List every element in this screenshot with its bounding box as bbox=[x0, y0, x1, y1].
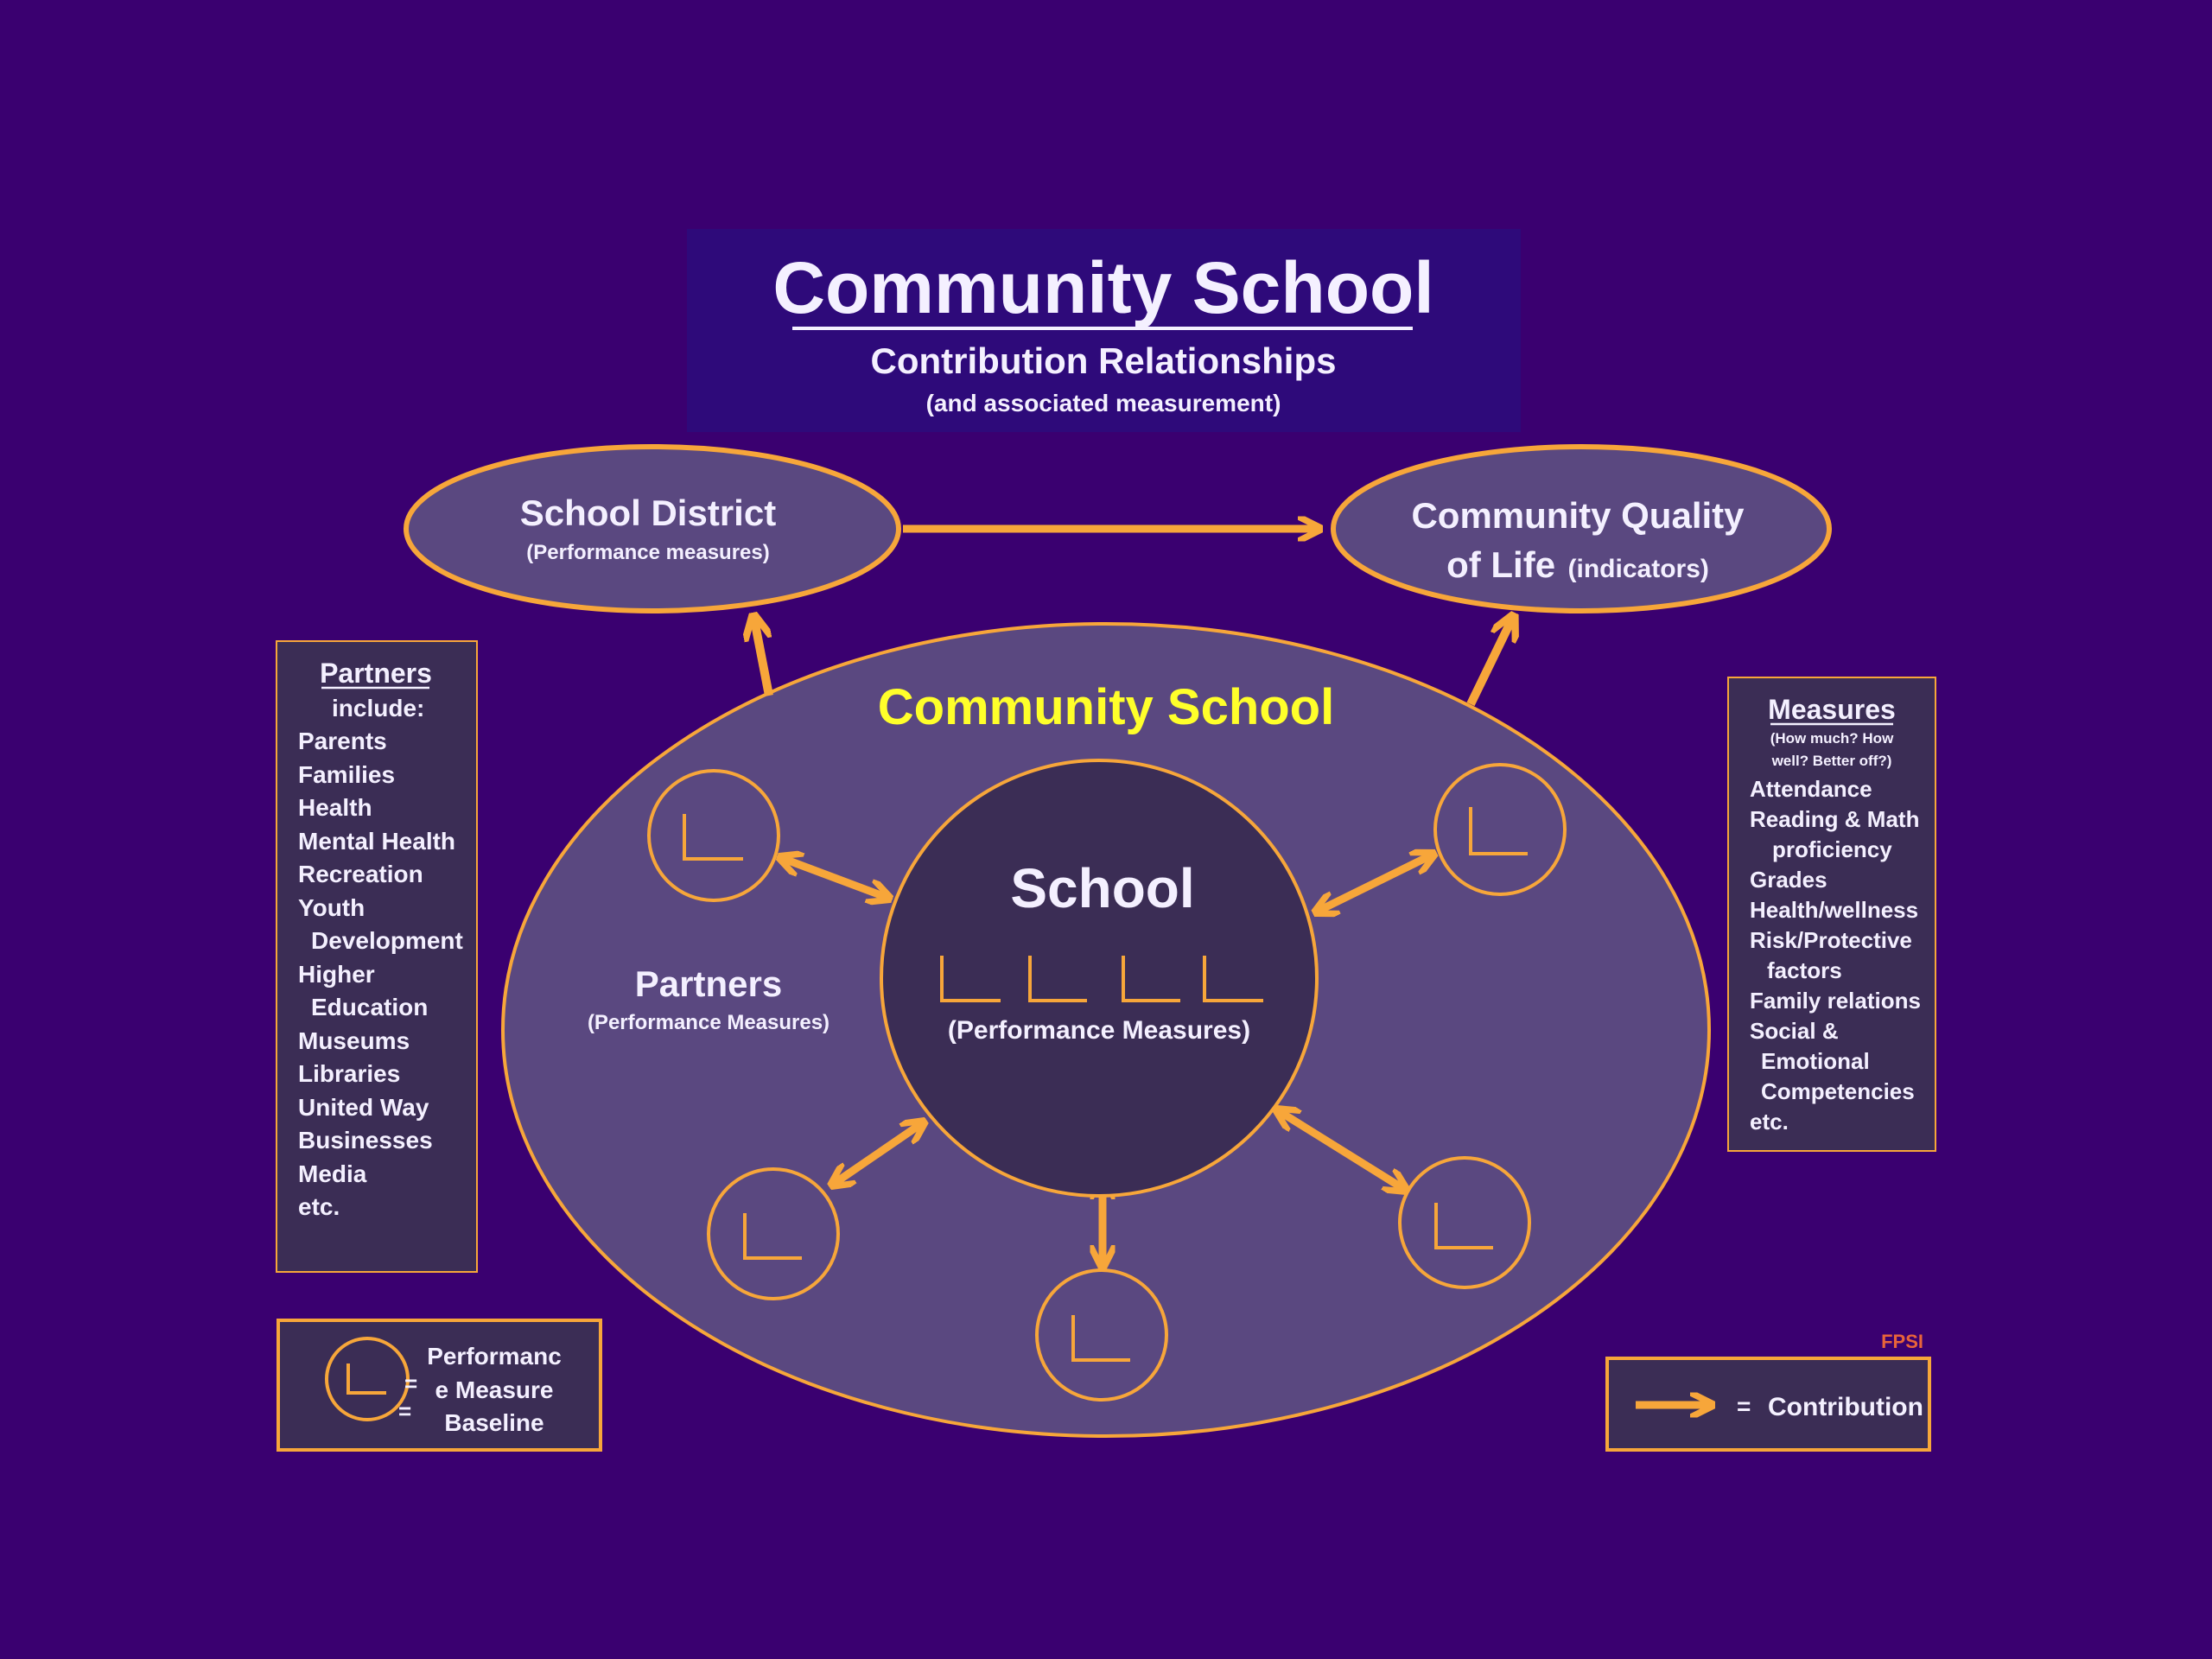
partners-list-box: Partners include: Parents Families Healt… bbox=[276, 640, 478, 1273]
measures-list-item: Emotional bbox=[1761, 1048, 1870, 1074]
contribution-arrow-partner-1 bbox=[779, 857, 890, 899]
measures-note: (How much? How bbox=[1770, 730, 1894, 747]
partners-list-item: Education bbox=[311, 994, 428, 1020]
partners-center-subtitle: (Performance Measures) bbox=[588, 1011, 830, 1034]
school-district-ellipse bbox=[404, 444, 901, 613]
page-note: (and associated measurement) bbox=[926, 390, 1281, 416]
partners-list-item: include: bbox=[332, 695, 424, 721]
partners-list-item: etc. bbox=[298, 1193, 340, 1220]
contribution-arrow-to-district bbox=[753, 615, 773, 696]
baseline-icon bbox=[1434, 1203, 1493, 1249]
measures-note: well? Better off?) bbox=[1771, 753, 1892, 769]
legend-contribution: = Contribution bbox=[1605, 1357, 1931, 1452]
baseline-icon bbox=[1122, 956, 1180, 1002]
measures-list-item: factors bbox=[1767, 957, 1842, 983]
baseline-icon bbox=[940, 956, 1001, 1002]
measures-list-item: Social & bbox=[1750, 1018, 1839, 1044]
community-quality-ellipse bbox=[1331, 444, 1832, 613]
contribution-arrow-partner-3 bbox=[831, 1122, 925, 1185]
partners-list-item: United Way bbox=[298, 1094, 429, 1121]
legend-baseline-circle bbox=[325, 1337, 410, 1421]
measures-list-box: Measures (How much? How well? Better off… bbox=[1727, 677, 1936, 1152]
contribution-arrow-partner-5 bbox=[1276, 1109, 1407, 1191]
partner-circle-1 bbox=[647, 769, 780, 902]
partner-circle bbox=[1433, 763, 1567, 896]
partner-circle-5 bbox=[1398, 1156, 1531, 1289]
partners-list-item: Health bbox=[298, 794, 372, 821]
partners-list-bg bbox=[276, 640, 478, 1273]
title-panel-bg bbox=[687, 229, 1521, 432]
school-title: School bbox=[1010, 857, 1194, 919]
partners-list-item: Families bbox=[298, 761, 395, 788]
measures-list-heading: Measures bbox=[1768, 694, 1896, 725]
community-school-label: Community School bbox=[878, 679, 1334, 735]
partners-list-item: Recreation bbox=[298, 861, 423, 887]
contribution-arrow-partner-2 bbox=[1315, 854, 1434, 912]
partner-circle-3 bbox=[707, 1167, 840, 1300]
school-node: School (Performance Measures) bbox=[880, 759, 1319, 1198]
measures-list-item: Competencies bbox=[1761, 1078, 1915, 1104]
measures-list-item: Risk/Protective bbox=[1750, 927, 1912, 953]
measures-list-item: Grades bbox=[1750, 867, 1827, 893]
measures-list-bg bbox=[1727, 677, 1936, 1152]
baseline-icon bbox=[1071, 1315, 1130, 1362]
baseline-icon bbox=[1203, 956, 1263, 1002]
partners-center-title: Partners bbox=[635, 963, 782, 1004]
community-quality-of-life: of Life bbox=[1446, 544, 1555, 585]
legend-baseline-label: Performanc bbox=[427, 1343, 562, 1370]
legend-equals: = bbox=[398, 1398, 411, 1424]
school-circle bbox=[880, 759, 1319, 1198]
partners-list-heading: Partners bbox=[320, 658, 432, 689]
partners-list-item: Higher bbox=[298, 961, 375, 988]
school-subtitle: (Performance Measures) bbox=[948, 1016, 1250, 1045]
page-title: Community School bbox=[772, 247, 1433, 328]
partners-list-item: Libraries bbox=[298, 1060, 400, 1087]
school-district-node: School District (Performance measures) bbox=[404, 444, 901, 613]
measures-list-item: Health/wellness bbox=[1750, 897, 1918, 923]
partners-list-item: Media bbox=[298, 1160, 367, 1187]
baseline-icon bbox=[683, 814, 743, 861]
page-subtitle: Contribution Relationships bbox=[871, 340, 1337, 381]
partners-list-item: Development bbox=[311, 927, 463, 954]
title-panel: Community School Contribution Relationsh… bbox=[687, 229, 1521, 432]
measures-list-item: Reading & Math bbox=[1750, 806, 1919, 832]
legend-contribution-label: Contribution bbox=[1768, 1393, 1923, 1421]
community-quality-line2: of Life (indicators) bbox=[1446, 544, 1709, 585]
partners-list-item: Parents bbox=[298, 728, 387, 754]
partners-list-item: Museums bbox=[298, 1027, 410, 1054]
legend-baseline-label: Baseline bbox=[444, 1409, 543, 1436]
measures-list-item: proficiency bbox=[1772, 836, 1892, 862]
contribution-arrow-to-quality bbox=[1466, 615, 1514, 707]
partner-circle bbox=[647, 769, 780, 902]
legend-baseline: = = Performanc e Measure Baseline bbox=[276, 1319, 602, 1452]
partner-circle-4 bbox=[1035, 1268, 1168, 1402]
community-quality-title: Community Quality bbox=[1411, 495, 1745, 536]
measures-list-item: Family relations bbox=[1750, 988, 1921, 1014]
legend-baseline-label: e Measure bbox=[435, 1376, 554, 1403]
partner-circle-2 bbox=[1433, 763, 1567, 896]
baseline-icon bbox=[346, 1363, 386, 1395]
measures-list-item: etc. bbox=[1750, 1109, 1789, 1135]
partner-circle bbox=[1035, 1268, 1168, 1402]
school-district-title: School District bbox=[520, 493, 776, 533]
school-district-subtitle: (Performance measures) bbox=[526, 541, 769, 564]
partner-circle bbox=[1398, 1156, 1531, 1289]
legend-equals: = bbox=[1737, 1393, 1751, 1420]
partners-list-item: Youth bbox=[298, 894, 365, 921]
partners-list-item: Businesses bbox=[298, 1127, 433, 1154]
legend-equals: = bbox=[404, 1370, 417, 1396]
brand-mark: FPSI bbox=[1881, 1331, 1923, 1352]
measures-list-item: Attendance bbox=[1750, 776, 1872, 802]
partner-circle bbox=[707, 1167, 840, 1300]
baseline-icon bbox=[1469, 807, 1528, 855]
partners-list-item: Mental Health bbox=[298, 828, 455, 855]
community-quality-indicators: (indicators) bbox=[1568, 555, 1709, 583]
baseline-icon bbox=[743, 1213, 802, 1260]
community-quality-node: Community Quality of Life (indicators) bbox=[1331, 444, 1832, 613]
baseline-icon bbox=[1028, 956, 1087, 1002]
